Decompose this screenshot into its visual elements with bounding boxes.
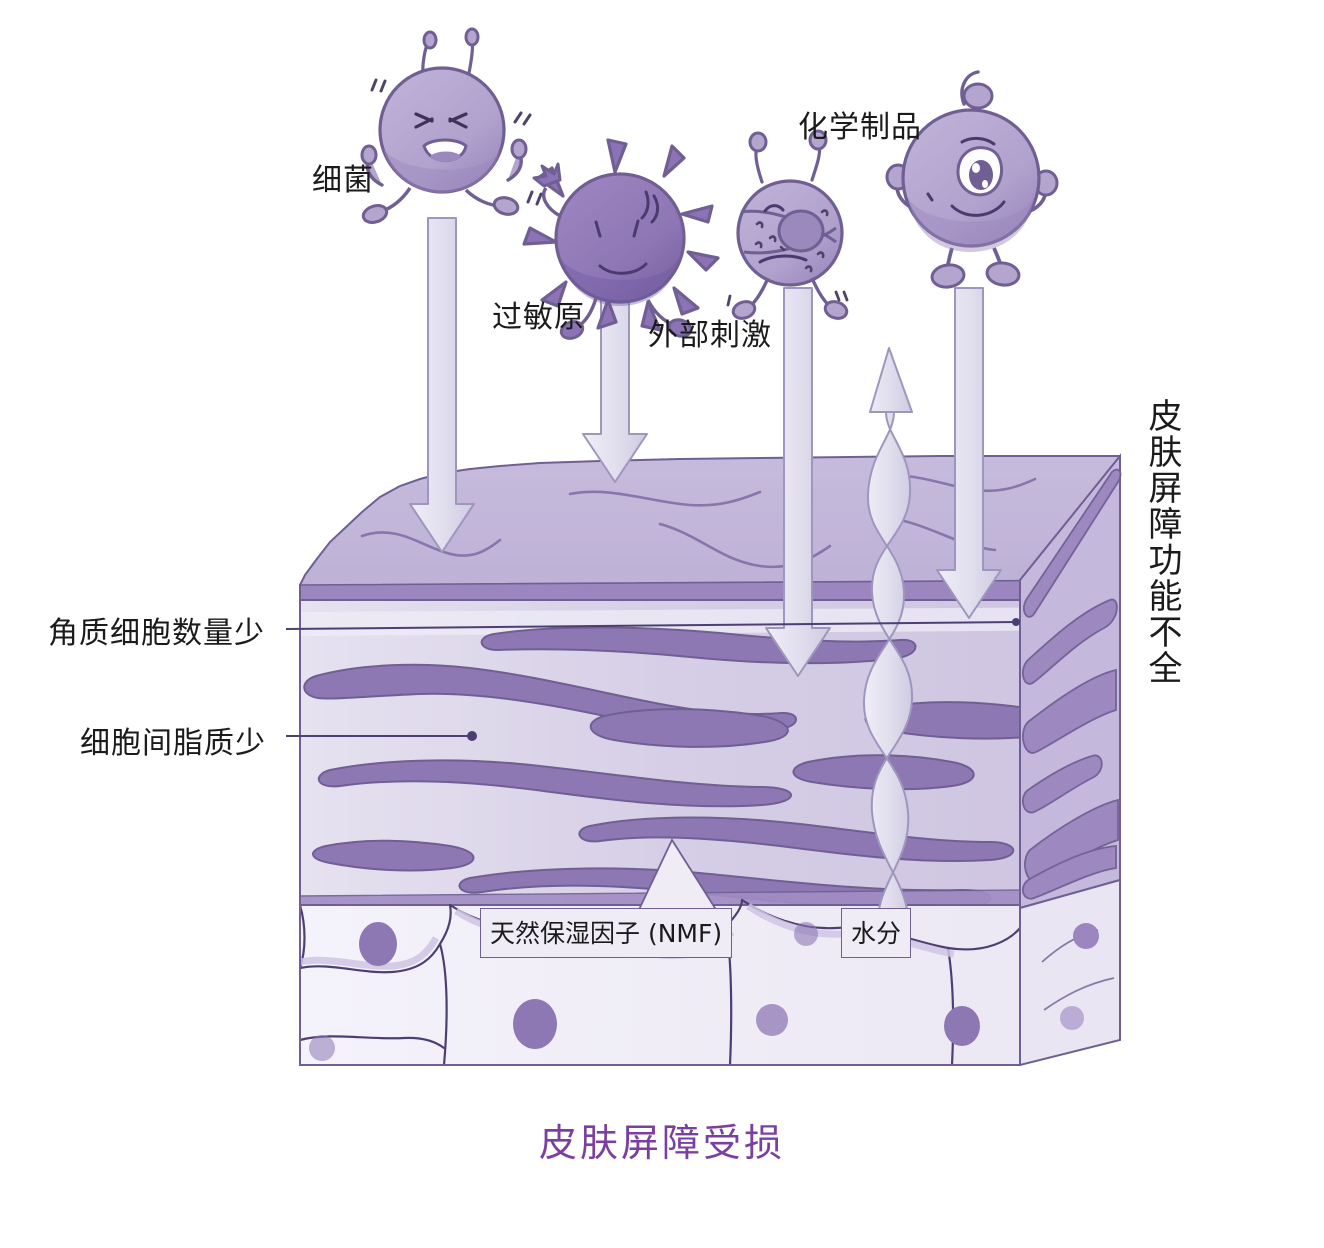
label-external-irritant: 外部刺激 xyxy=(648,318,772,353)
leader-corneocytes-dot xyxy=(1012,618,1020,626)
label-barrier-dysfunction: 皮肤屏障功能不全 xyxy=(1142,398,1182,686)
side-face-nuclei xyxy=(1060,923,1099,1030)
right-face-lower xyxy=(1019,878,1121,1067)
label-few-intercellular-lipids: 细胞间脂质少 xyxy=(80,726,266,761)
cell-nuclei xyxy=(309,922,980,1061)
callout-leader-lines xyxy=(285,618,1020,741)
lipid-blobs xyxy=(303,626,1067,910)
stratum-corneum-top-surface xyxy=(299,455,1121,602)
label-chemical-products: 化学制品 xyxy=(798,110,922,145)
leader-lipids-dot xyxy=(467,731,477,741)
leader-corneocytes xyxy=(285,621,1019,630)
bacteria-character-icon xyxy=(360,27,532,224)
down-arrow-chemical xyxy=(936,287,1002,619)
label-few-corneocytes: 角质细胞数量少 xyxy=(48,616,265,651)
wavy-up-arrow-water-loss xyxy=(862,347,914,931)
callout-water: 水分 xyxy=(841,908,912,958)
allergen-character-icon xyxy=(522,138,720,340)
callout-nmf: 天然保湿因子 (NMF) xyxy=(480,908,733,958)
label-bacteria: 细菌 xyxy=(312,163,374,198)
down-arrow-irritant xyxy=(765,287,831,677)
diagram-caption: 皮肤屏障受损 xyxy=(538,1121,785,1165)
down-arrow-bacteria xyxy=(409,217,475,553)
penetration-arrows xyxy=(409,217,1002,677)
skin-block xyxy=(298,453,1122,1067)
chemical-character-icon xyxy=(885,70,1059,289)
side-face-lipid-streaks xyxy=(1021,468,1122,900)
thin-pale-band xyxy=(300,607,1120,636)
label-allergen: 过敏原 xyxy=(492,300,585,335)
irritant-character-icon xyxy=(726,129,849,320)
